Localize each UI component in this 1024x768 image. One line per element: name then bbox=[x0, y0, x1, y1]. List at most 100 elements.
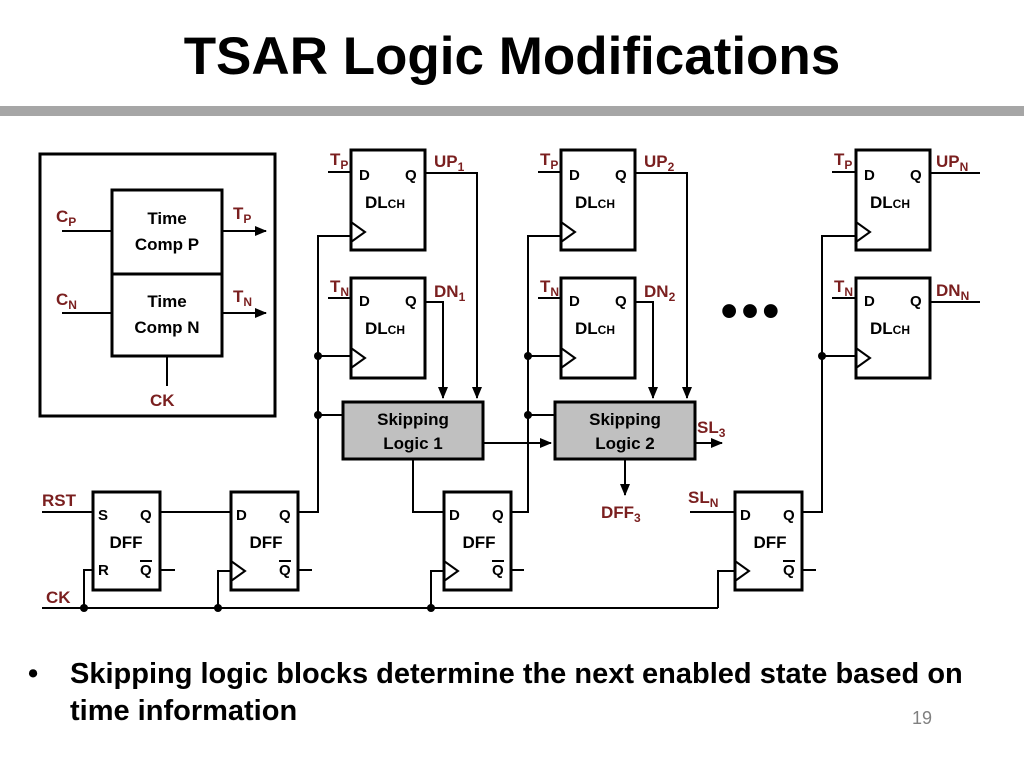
tp-label: TP bbox=[233, 204, 251, 226]
clock-triangle bbox=[443, 560, 460, 582]
latch-dn-n bbox=[854, 276, 932, 380]
clock-triangle bbox=[230, 560, 247, 582]
clock-triangle bbox=[855, 347, 872, 369]
junction-dot bbox=[214, 604, 222, 612]
pin-s: S bbox=[98, 507, 108, 524]
dff-sr bbox=[91, 490, 162, 592]
dn-n-label: DNN bbox=[936, 281, 969, 303]
dff3-label: DFF3 bbox=[601, 503, 641, 525]
ck-bus-label: CK bbox=[46, 588, 71, 607]
cn-label: CN bbox=[56, 290, 77, 312]
time-comp-p-line2: Comp P bbox=[135, 235, 199, 254]
latch-label: DLCH bbox=[365, 319, 405, 338]
cp-label: CP bbox=[56, 207, 76, 229]
pin-q: Q bbox=[783, 507, 795, 524]
pin-d: D bbox=[740, 507, 751, 524]
time-comp-n-line2: Comp N bbox=[134, 318, 199, 337]
up-n-label: UPN bbox=[936, 152, 968, 174]
ck-to-dff1-r bbox=[83, 569, 93, 608]
skipping-logic-1-line1: Skipping bbox=[377, 410, 449, 429]
pin-d: D bbox=[569, 167, 580, 184]
latch-label: DLCH bbox=[870, 319, 910, 338]
ck-to-dff3 bbox=[430, 570, 444, 608]
tp-label: TP bbox=[330, 150, 348, 172]
up-1-label: UP1 bbox=[434, 152, 465, 174]
skipping-logic-blocks: Skipping Logic 1 Skipping Logic 2 SL3 DF… bbox=[341, 400, 726, 525]
sln-label: SLN bbox=[688, 488, 718, 510]
pin-d: D bbox=[359, 293, 370, 310]
latch-label: DLCH bbox=[575, 319, 615, 338]
junction-dot bbox=[314, 352, 322, 360]
tp-label: TP bbox=[834, 150, 852, 172]
bullet-text: Skipping logic blocks determine the next… bbox=[70, 658, 963, 728]
clock-triangle bbox=[855, 221, 872, 243]
dff-label: DFF bbox=[753, 533, 786, 552]
pin-qbar: Q bbox=[279, 562, 291, 579]
pin-qbar: Q bbox=[783, 562, 795, 579]
up-2-label: UP2 bbox=[644, 152, 675, 174]
pin-q: Q bbox=[279, 507, 291, 524]
latch-label: DLCH bbox=[575, 193, 615, 212]
pin-q: Q bbox=[910, 167, 922, 184]
stage-n: D Q DLCH D Q DLCH TP TN UPN DNN bbox=[832, 148, 980, 380]
skipping-logic-2 bbox=[553, 400, 697, 461]
dn-1-label: DN1 bbox=[434, 282, 466, 304]
pin-d: D bbox=[569, 293, 580, 310]
dn-2-wire bbox=[635, 301, 658, 399]
pin-d: D bbox=[864, 293, 875, 310]
junction-dot bbox=[80, 604, 88, 612]
pin-d: D bbox=[864, 167, 875, 184]
bullet-marker: • bbox=[28, 658, 39, 690]
page-number: 19 bbox=[912, 708, 933, 728]
slide-title: TSAR Logic Modifications bbox=[183, 27, 841, 86]
tn-label: TN bbox=[834, 277, 853, 299]
ck-to-dff2 bbox=[217, 570, 231, 608]
pin-q: Q bbox=[405, 167, 417, 184]
dff-label: DFF bbox=[249, 533, 282, 552]
up-2-wire bbox=[635, 172, 692, 399]
pin-d: D bbox=[236, 507, 247, 524]
tn-label: TN bbox=[233, 287, 252, 309]
junction-dot bbox=[818, 352, 826, 360]
junction-dot bbox=[524, 411, 532, 419]
stage-1: D Q DLCH D Q DLCH TP TN UP1 DN1 bbox=[328, 148, 482, 399]
time-comp-n-line1: Time bbox=[147, 292, 186, 311]
junction-dot bbox=[314, 411, 322, 419]
skipping-logic-2-line1: Skipping bbox=[589, 410, 661, 429]
dn-2-label: DN2 bbox=[644, 282, 676, 304]
ck-to-dffn bbox=[717, 570, 735, 608]
time-comp-p-line1: Time bbox=[147, 209, 186, 228]
skipping-logic-2-line2: Logic 2 bbox=[595, 434, 655, 453]
clock-triangle bbox=[560, 347, 577, 369]
title-divider bbox=[0, 106, 1024, 116]
dff-label: DFF bbox=[109, 533, 142, 552]
junction-dot bbox=[427, 604, 435, 612]
latch-label: DLCH bbox=[365, 193, 405, 212]
rst-label: RST bbox=[42, 491, 77, 510]
pin-qbar: Q bbox=[140, 562, 152, 579]
sl3-label: SL3 bbox=[697, 418, 726, 440]
more-stages-ellipsis: ••• bbox=[721, 285, 783, 338]
pin-q: Q bbox=[405, 293, 417, 310]
stage2-enable-wire bbox=[511, 235, 561, 513]
skipping-logic-1-line2: Logic 1 bbox=[383, 434, 443, 453]
latch-dn-1 bbox=[349, 276, 427, 380]
pin-r: R bbox=[98, 562, 109, 579]
stage1-enable-wire bbox=[298, 235, 351, 513]
pin-q: Q bbox=[492, 507, 504, 524]
stagen-enable-wire bbox=[802, 235, 856, 513]
dff-label: DFF bbox=[462, 533, 495, 552]
pin-q: Q bbox=[910, 293, 922, 310]
tn-label: TN bbox=[540, 277, 559, 299]
clock-triangle bbox=[560, 221, 577, 243]
pin-q: Q bbox=[615, 167, 627, 184]
clock-triangle bbox=[350, 221, 367, 243]
up-1-wire bbox=[425, 172, 482, 399]
pin-d: D bbox=[449, 507, 460, 524]
tp-label: TP bbox=[540, 150, 558, 172]
tn-label: TN bbox=[330, 277, 349, 299]
time-comp-n-block bbox=[110, 272, 224, 358]
stage-2: D Q DLCH D Q DLCH TP TN UP2 DN2 bbox=[538, 148, 692, 399]
latch-label: DLCH bbox=[870, 193, 910, 212]
pin-d: D bbox=[359, 167, 370, 184]
